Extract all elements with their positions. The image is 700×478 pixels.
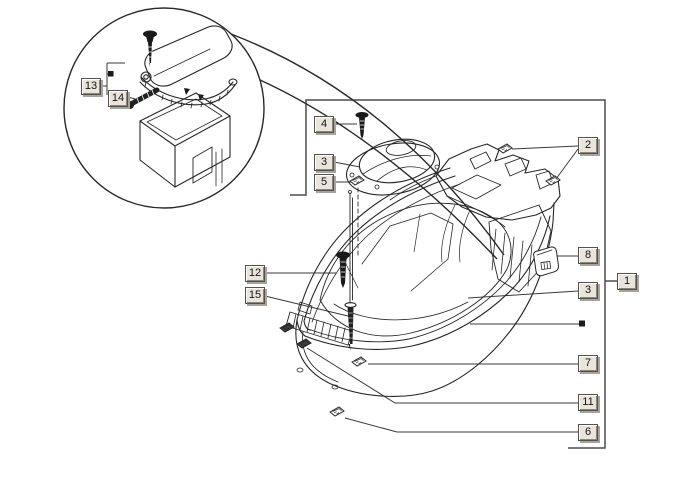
arrow-down-icon bbox=[184, 88, 190, 95]
detail-balloon-icon bbox=[63, 7, 505, 260]
clip-icon bbox=[351, 356, 367, 367]
point-marker-icon bbox=[108, 71, 114, 77]
leader-lines bbox=[127, 96, 585, 433]
clip-icon bbox=[296, 338, 312, 349]
battery-box bbox=[139, 92, 231, 188]
clip-icon bbox=[497, 143, 513, 154]
dome-cover-icon bbox=[345, 138, 441, 196]
screw-icon bbox=[344, 190, 357, 351]
screw-icon bbox=[126, 87, 160, 109]
rubber-pad-icon bbox=[533, 246, 559, 277]
clip-icon bbox=[329, 406, 345, 417]
battery-cover-detail bbox=[126, 25, 238, 188]
screw-12-icon bbox=[336, 251, 350, 288]
callout-13-bracket bbox=[101, 62, 125, 95]
clip-icon bbox=[545, 175, 561, 186]
helmet-bucket bbox=[285, 143, 561, 397]
clip-icon bbox=[279, 322, 295, 333]
point-marker-icon bbox=[579, 320, 585, 327]
screw-4-icon bbox=[355, 112, 369, 139]
callout-bracket-lines bbox=[290, 99, 617, 449]
screw-icon bbox=[143, 30, 157, 67]
